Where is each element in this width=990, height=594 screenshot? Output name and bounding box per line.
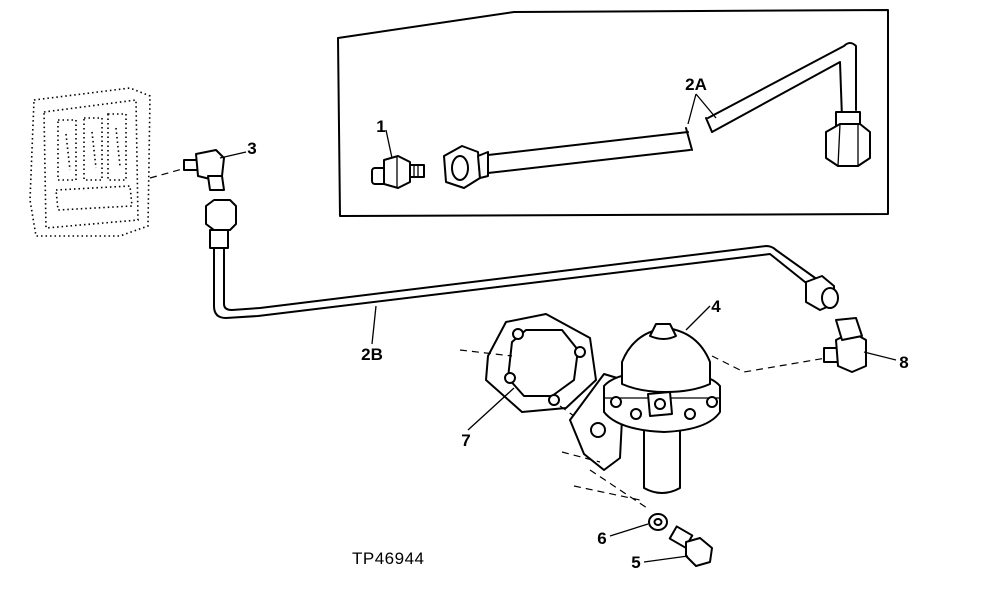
callout-5: 5 bbox=[631, 553, 640, 572]
callout-4: 4 bbox=[711, 297, 721, 316]
washer-6 bbox=[648, 513, 668, 531]
leader-lines bbox=[219, 93, 897, 563]
line-2b bbox=[205, 199, 839, 319]
line-2a bbox=[443, 42, 871, 189]
callout-1: 1 bbox=[376, 117, 385, 136]
bolt-5 bbox=[668, 525, 713, 567]
callout-2b: 2B bbox=[361, 345, 383, 364]
callout-7: 7 bbox=[461, 431, 470, 450]
engine-block-outline bbox=[29, 87, 151, 237]
inset-box bbox=[337, 9, 889, 217]
callout-2a: 2A bbox=[685, 75, 707, 94]
callout-8: 8 bbox=[899, 353, 908, 372]
callout-3: 3 bbox=[247, 139, 256, 158]
figure-reference: TP46944 bbox=[352, 549, 425, 568]
callout-6: 6 bbox=[597, 529, 606, 548]
fitting-3 bbox=[149, 149, 225, 191]
fitting-1 bbox=[371, 155, 425, 189]
fitting-8 bbox=[711, 317, 867, 373]
gasket-7 bbox=[459, 313, 625, 417]
fuel-pump-4 bbox=[561, 323, 721, 511]
